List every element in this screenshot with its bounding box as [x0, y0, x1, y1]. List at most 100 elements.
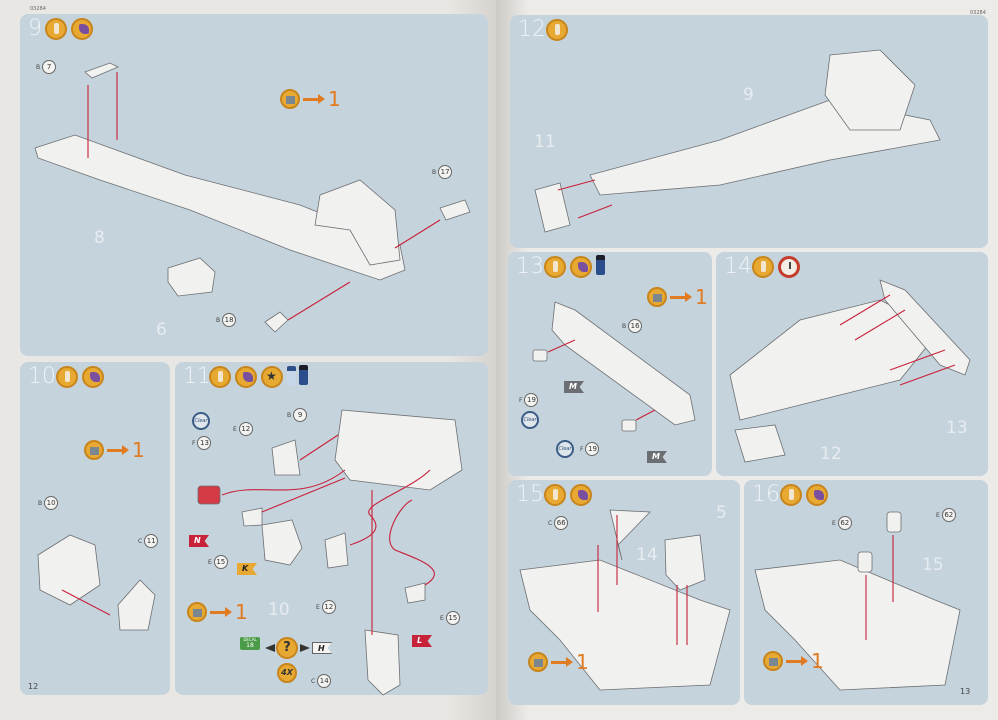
glue-icon — [209, 366, 231, 388]
glue-icon — [56, 366, 78, 388]
fuel-tank — [167, 257, 216, 297]
paint-pot-icon — [287, 366, 296, 386]
decal-icon — [261, 366, 283, 388]
part-b7 — [84, 62, 119, 79]
front-bumper-14 — [879, 279, 971, 376]
clear-lens — [532, 349, 548, 362]
counter-value: 1 — [811, 649, 824, 673]
glue-icon — [546, 19, 568, 41]
part-e12b — [324, 532, 349, 569]
page-number: 12 — [28, 682, 39, 691]
ghost-step-ref: 12 — [820, 444, 842, 464]
part-b9 — [334, 409, 463, 491]
arrow-icon — [303, 93, 325, 104]
quantity-counter: 1 — [280, 87, 341, 111]
paint-brush-icon — [570, 256, 592, 278]
glue-icon — [544, 484, 566, 506]
paint-pot-icon — [596, 255, 605, 275]
part-b10 — [37, 534, 101, 606]
paint-color-flag: K — [237, 563, 257, 575]
part-b17 — [439, 199, 471, 221]
part-box-icon — [647, 287, 667, 307]
quantity-counter: 1 — [647, 285, 708, 309]
arrow-icon — [107, 444, 129, 455]
rear-light-red — [197, 485, 221, 505]
ghost-step-ref: 5 — [716, 503, 727, 523]
part-box-icon — [84, 440, 104, 460]
part-e62-spring — [886, 511, 902, 533]
step-11-panel: 11 — [175, 362, 488, 695]
ghost-step-ref: 15 — [922, 555, 944, 575]
step-10-panel: 10 — [20, 362, 170, 695]
ghost-step-ref: 13 — [946, 418, 968, 438]
step-number: 16 — [752, 482, 780, 507]
ghost-step-ref: 14 — [636, 545, 658, 565]
quantity-counter: 1 — [763, 649, 824, 673]
part-c14 — [364, 629, 401, 696]
counter-value: 1 — [576, 650, 589, 674]
paint-brush-icon — [71, 18, 93, 40]
multiplier-badge: 4X — [277, 663, 297, 683]
part-e12 — [271, 439, 301, 476]
arrow-left-icon — [265, 644, 275, 652]
arrow-right-icon — [300, 644, 310, 652]
counter-value: 1 — [695, 285, 708, 309]
paint-brush-icon — [570, 484, 592, 506]
ghost-step-ref: 6 — [156, 320, 167, 340]
glue-icon — [752, 256, 774, 278]
page-number: 13 — [960, 687, 971, 696]
arrow-icon — [210, 606, 232, 617]
part-box-icon — [763, 651, 783, 671]
quantity-counter: 1 — [84, 438, 145, 462]
step-number: 10 — [28, 364, 56, 389]
ghost-step-ref: 9 — [743, 85, 754, 105]
front-fenders — [824, 49, 916, 131]
clear-lens — [621, 419, 637, 432]
chassis-16 — [754, 559, 961, 691]
step-number: 11 — [183, 364, 211, 389]
assembly-arrows — [61, 72, 956, 645]
quantity-counter: 1 — [528, 650, 589, 674]
clear-part-badge: Clear — [556, 440, 574, 458]
step-number: 9 — [28, 16, 42, 41]
clear-part-badge: Clear — [521, 411, 539, 429]
part-e15 — [241, 507, 263, 527]
part-e62-spring — [857, 551, 873, 573]
part-e15b — [404, 582, 426, 604]
glue-icon — [780, 484, 802, 506]
fuel-tank-14 — [734, 424, 786, 463]
part-c66 — [609, 509, 651, 561]
counter-value: 1 — [235, 600, 248, 624]
counter-value: 1 — [132, 438, 145, 462]
paint-brush-icon — [806, 484, 828, 506]
doc-code: 03284 — [970, 10, 986, 16]
chassis-14 — [729, 299, 941, 421]
arrow-icon — [670, 291, 692, 302]
clear-part-badge: Clear — [192, 412, 210, 430]
step-number: 12 — [518, 17, 546, 42]
ghost-step-ref: 10 — [268, 600, 290, 620]
part-c11 — [117, 579, 156, 631]
clock-icon — [778, 256, 800, 278]
option-question-icon: ? — [276, 637, 298, 659]
glue-icon — [544, 256, 566, 278]
part-10-assembly — [261, 519, 303, 566]
part-box-icon — [187, 602, 207, 622]
paint-color-flag: M — [564, 381, 584, 393]
